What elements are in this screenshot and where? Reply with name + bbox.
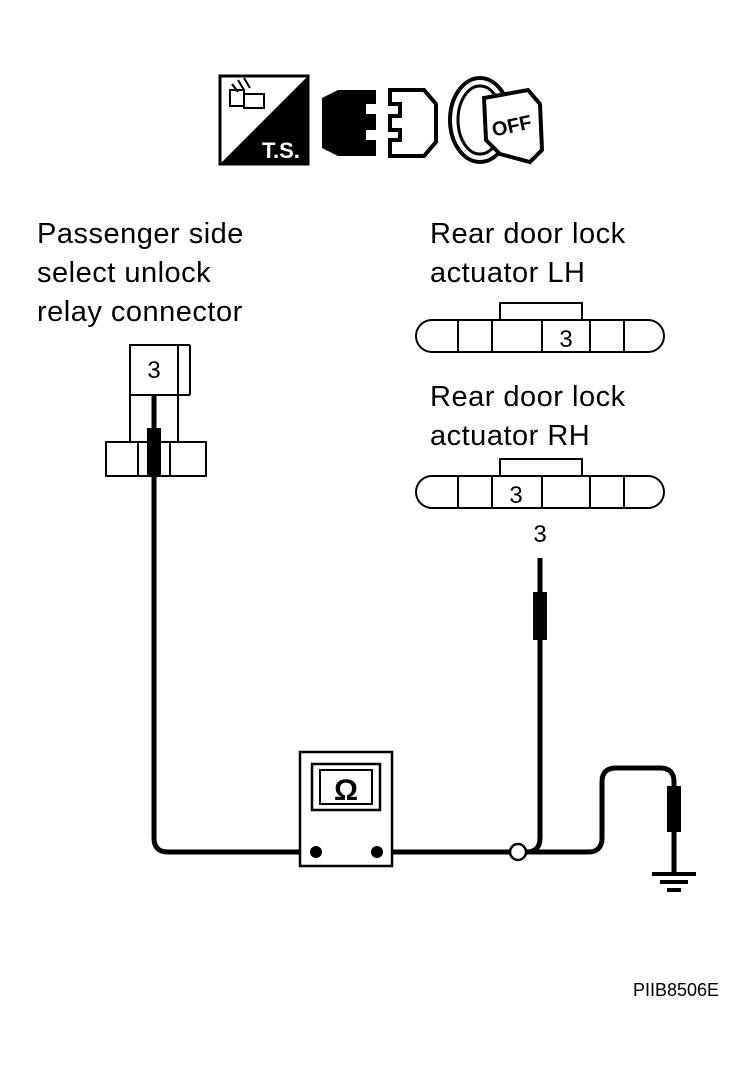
meter-terminal-right [371,846,383,858]
relay-connector-label: Passenger side select unlock relay conne… [37,215,244,332]
ground-icon [652,872,696,892]
relay-label-line-3: relay connector [37,296,243,328]
relay-label-line-1: Passenger side [37,218,244,250]
rh-wire-terminal-3: 3 [533,521,546,548]
test-symbol-text: T.S. [262,138,300,163]
connector-disconnect-icon [322,88,438,158]
junction-point [508,842,528,862]
actuator-probe-tip [533,592,547,640]
test-wires [151,395,677,872]
ground-probe-tip [667,786,681,832]
figure-code: PIIB8506E [632,980,719,1000]
lh-label-line-1: Rear door lock [430,218,626,250]
ignition-off-icon: OFF [448,76,545,165]
rh-terminal-3: 3 [509,482,522,509]
actuator-rh-label: Rear door lock actuator RH [430,378,626,456]
rh-label-line-1: Rear door lock [430,381,626,413]
ohm-symbol: Ω [334,774,358,807]
actuator-lh-connector: 3 [415,302,665,353]
lh-label-line-2: actuator LH [430,257,586,289]
relay-label-line-2: select unlock [37,257,212,289]
actuator-lh-label: Rear door lock actuator LH [430,215,626,293]
test-symbol-icon: T.S. [218,74,310,166]
ohmmeter: Ω [298,750,394,868]
meter-terminal-left [310,846,322,858]
relay-probe-tip [147,428,161,476]
actuator-rh-connector: 3 3 [415,458,665,548]
rh-label-line-2: actuator RH [430,420,591,452]
lh-terminal-3: 3 [559,326,572,353]
relay-terminal-3: 3 [147,357,160,384]
